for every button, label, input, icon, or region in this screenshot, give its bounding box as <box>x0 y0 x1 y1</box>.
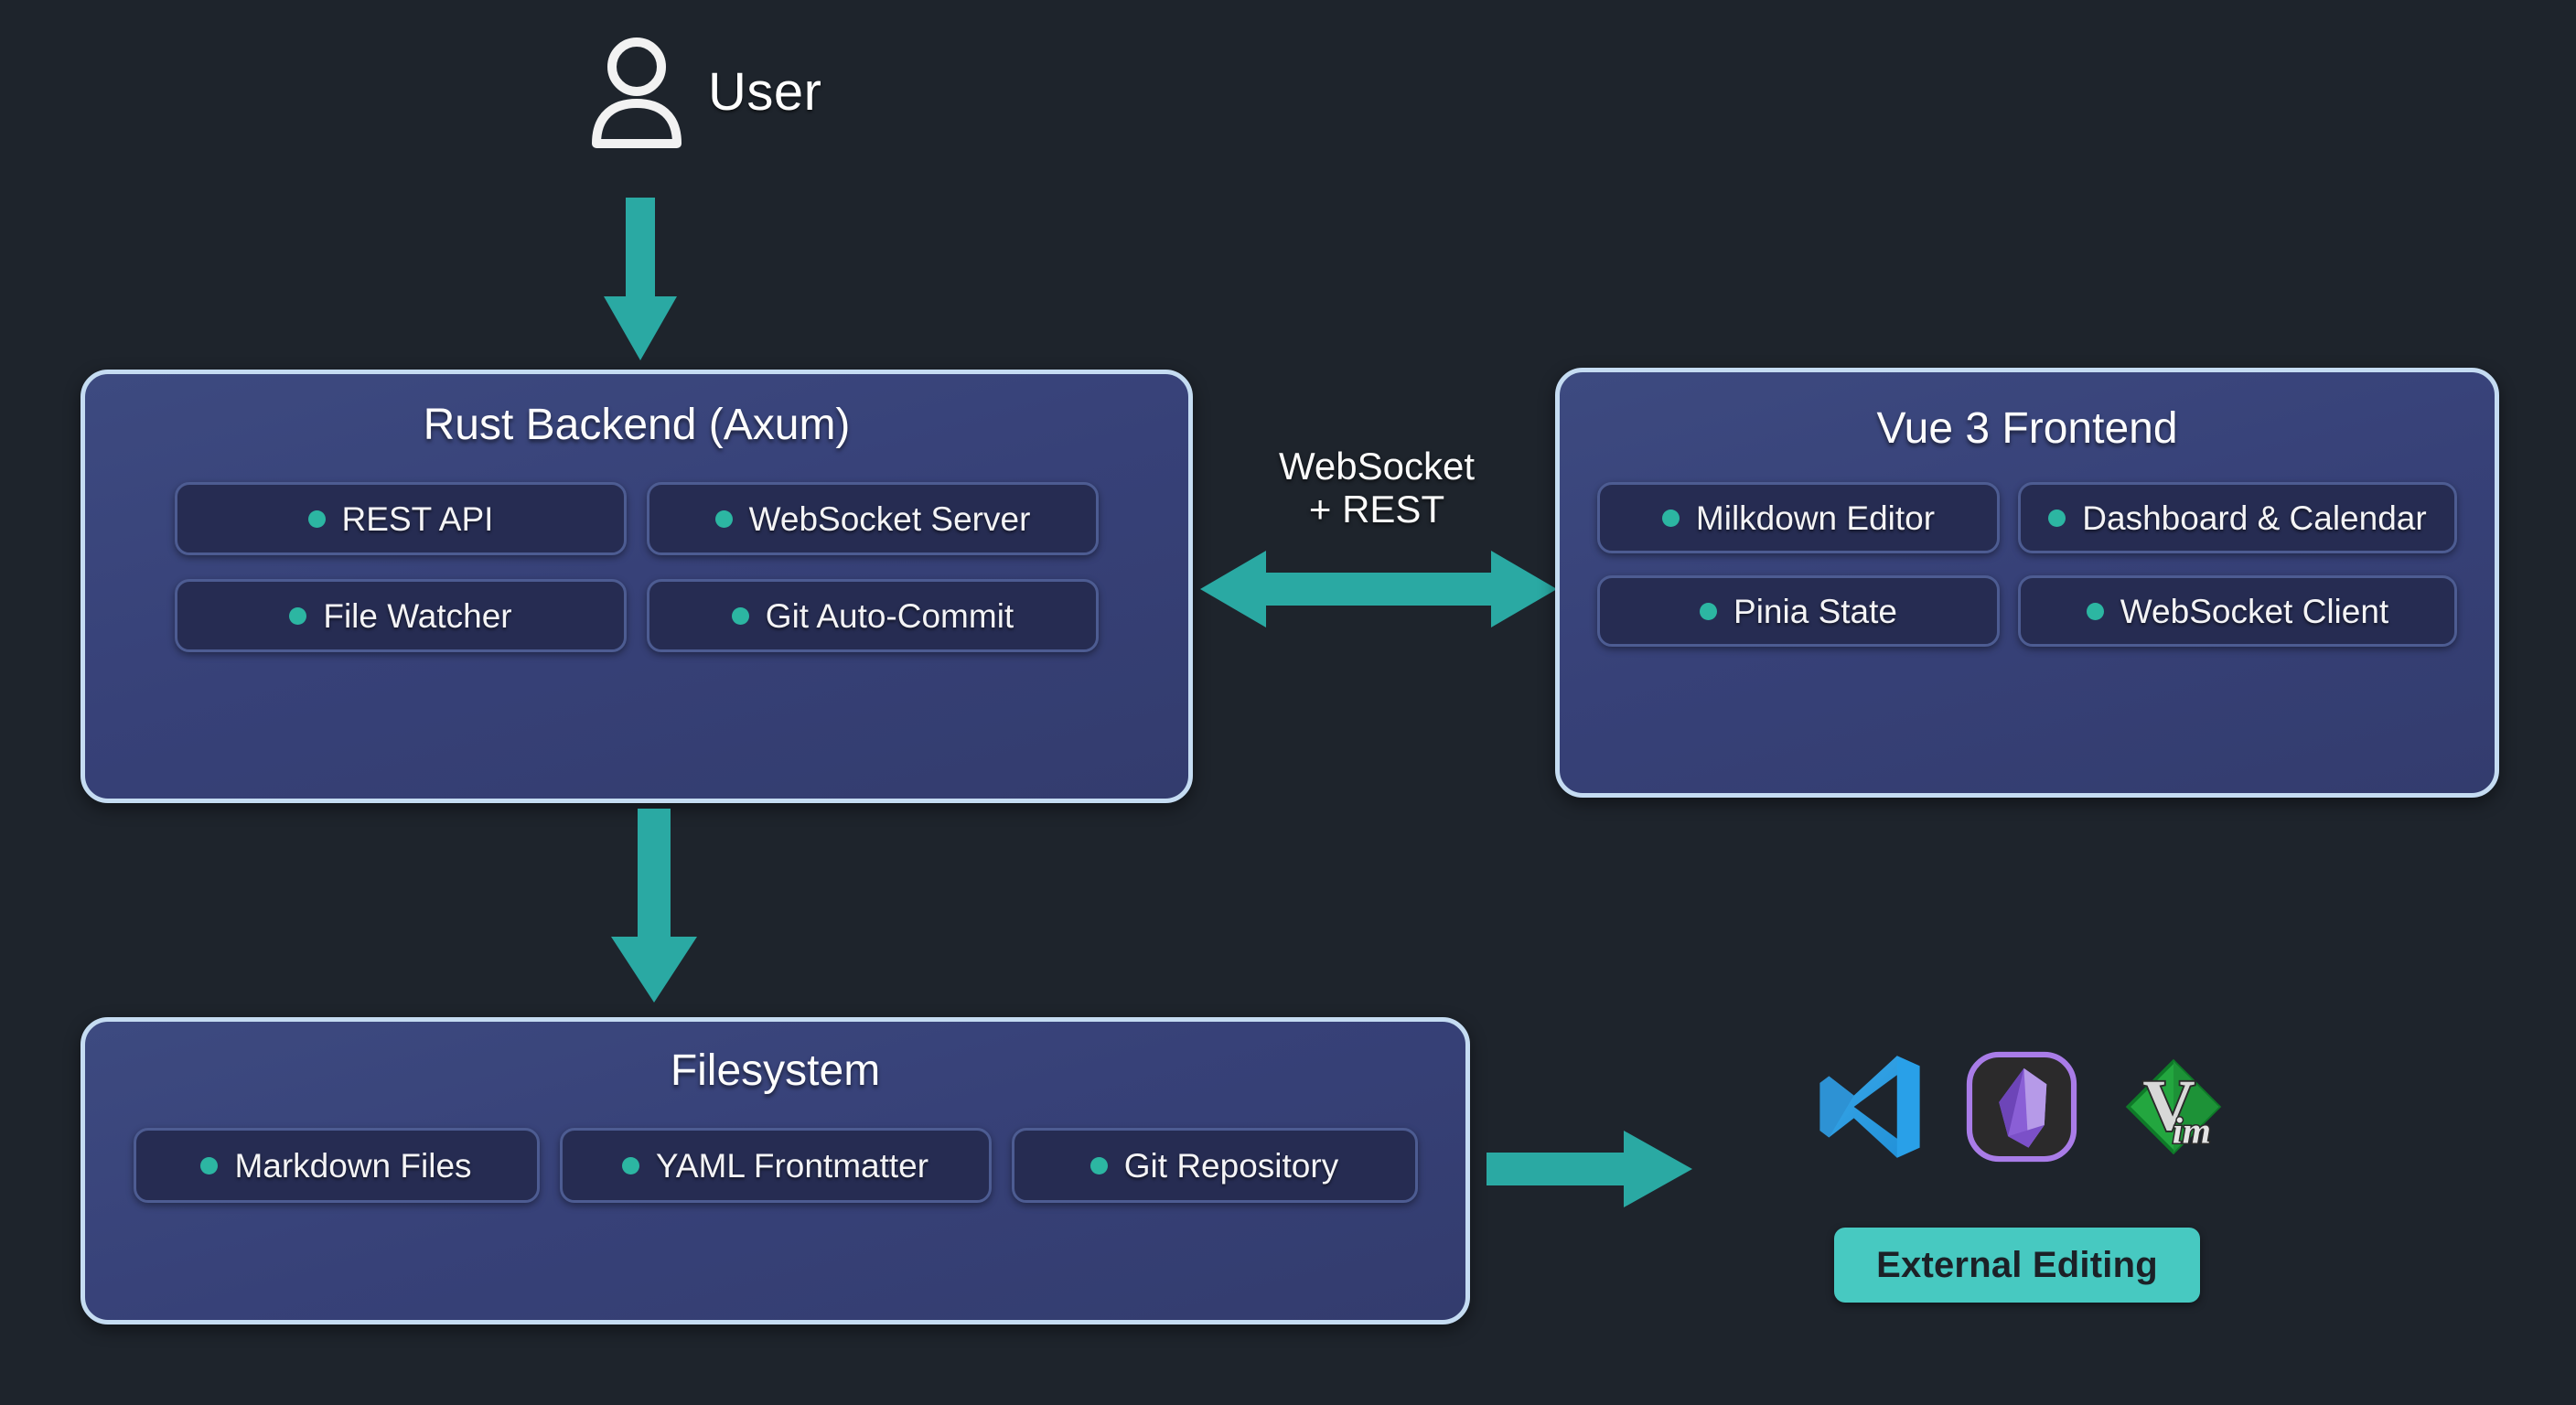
bullet-dot-icon <box>621 1156 639 1174</box>
backend-item-label: REST API <box>341 499 494 538</box>
edge-label-websocket-rest: WebSocket + REST <box>1208 445 1546 531</box>
arrow-down-icon-user-backend <box>604 198 677 360</box>
bullet-dot-icon <box>200 1156 219 1174</box>
backend-item-rest-api[interactable]: REST API <box>175 482 627 555</box>
arrow-down-icon-backend-filesystem <box>611 809 697 1003</box>
bullet-dot-icon <box>2086 602 2104 620</box>
svg-text:V: V <box>2142 1066 2195 1146</box>
user-icon <box>592 38 682 148</box>
node-filesystem[interactable]: Filesystem Markdown Files YAML Frontmatt… <box>80 1017 1470 1325</box>
external-editing-badge: External Editing <box>1834 1228 2200 1303</box>
node-vue-frontend[interactable]: Vue 3 Frontend Milkdown Editor Dashboard… <box>1555 368 2499 798</box>
filesystem-item-git-repository[interactable]: Git Repository <box>1011 1128 1418 1203</box>
obsidian-logo[interactable] <box>1965 1050 2078 1164</box>
backend-item-label: Git Auto-Commit <box>765 596 1014 635</box>
frontend-item-label: Milkdown Editor <box>1695 499 1936 537</box>
bullet-dot-icon <box>1700 602 1718 620</box>
frontend-item-label: Dashboard & Calendar <box>2082 499 2427 537</box>
vim-logo[interactable]: V im <box>2117 1050 2230 1164</box>
frontend-item-grid: Milkdown Editor Dashboard & Calendar Pin… <box>1560 482 2495 647</box>
frontend-item-websocket-client[interactable]: WebSocket Client <box>2018 575 2457 647</box>
svg-text:im: im <box>2173 1111 2211 1152</box>
node-rust-backend[interactable]: Rust Backend (Axum) REST API WebSocket S… <box>80 370 1193 803</box>
edge-label-line1: WebSocket <box>1279 445 1475 488</box>
bullet-dot-icon <box>1089 1156 1108 1174</box>
filesystem-item-label: Markdown Files <box>234 1146 472 1185</box>
backend-item-websocket-server[interactable]: WebSocket Server <box>647 482 1099 555</box>
backend-item-file-watcher[interactable]: File Watcher <box>175 579 627 652</box>
bullet-dot-icon <box>1661 509 1680 527</box>
filesystem-item-markdown-files[interactable]: Markdown Files <box>133 1128 540 1203</box>
filesystem-item-grid: Markdown Files YAML Frontmatter Git Repo… <box>85 1128 1465 1203</box>
frontend-item-label: Pinia State <box>1733 592 1897 630</box>
user-label: User <box>708 62 822 122</box>
external-editing-label: External Editing <box>1876 1245 2158 1285</box>
backend-item-git-auto-commit[interactable]: Git Auto-Commit <box>647 579 1099 652</box>
frontend-item-milkdown-editor[interactable]: Milkdown Editor <box>1597 482 2000 553</box>
user-node: User <box>585 33 821 152</box>
node-title-frontend: Vue 3 Frontend <box>1876 404 2178 453</box>
arrow-left-right-icon <box>1200 551 1557 627</box>
frontend-item-pinia-state[interactable]: Pinia State <box>1597 575 2000 647</box>
backend-item-grid: REST API WebSocket Server File Watcher G… <box>85 482 1188 652</box>
node-title-filesystem: Filesystem <box>670 1046 881 1095</box>
bullet-dot-icon <box>289 606 307 625</box>
backend-item-label: File Watcher <box>323 596 512 635</box>
frontend-item-dashboard-calendar[interactable]: Dashboard & Calendar <box>2018 482 2457 553</box>
bullet-dot-icon <box>714 509 733 528</box>
backend-item-label: WebSocket Server <box>748 499 1031 538</box>
arrow-right-icon <box>1487 1131 1692 1207</box>
node-title-backend: Rust Backend (Axum) <box>423 401 851 449</box>
filesystem-item-label: Git Repository <box>1123 1146 1339 1185</box>
frontend-item-label: WebSocket Client <box>2120 592 2389 630</box>
filesystem-item-label: YAML Frontmatter <box>655 1146 929 1185</box>
external-editors-group: V im <box>1784 1050 2259 1164</box>
filesystem-item-yaml-frontmatter[interactable]: YAML Frontmatter <box>559 1128 992 1203</box>
bullet-dot-icon <box>731 606 749 625</box>
bullet-dot-icon <box>307 509 326 528</box>
bullet-dot-icon <box>2048 509 2066 527</box>
edge-label-line2: + REST <box>1308 488 1445 531</box>
vscode-logo[interactable] <box>1813 1050 1927 1164</box>
